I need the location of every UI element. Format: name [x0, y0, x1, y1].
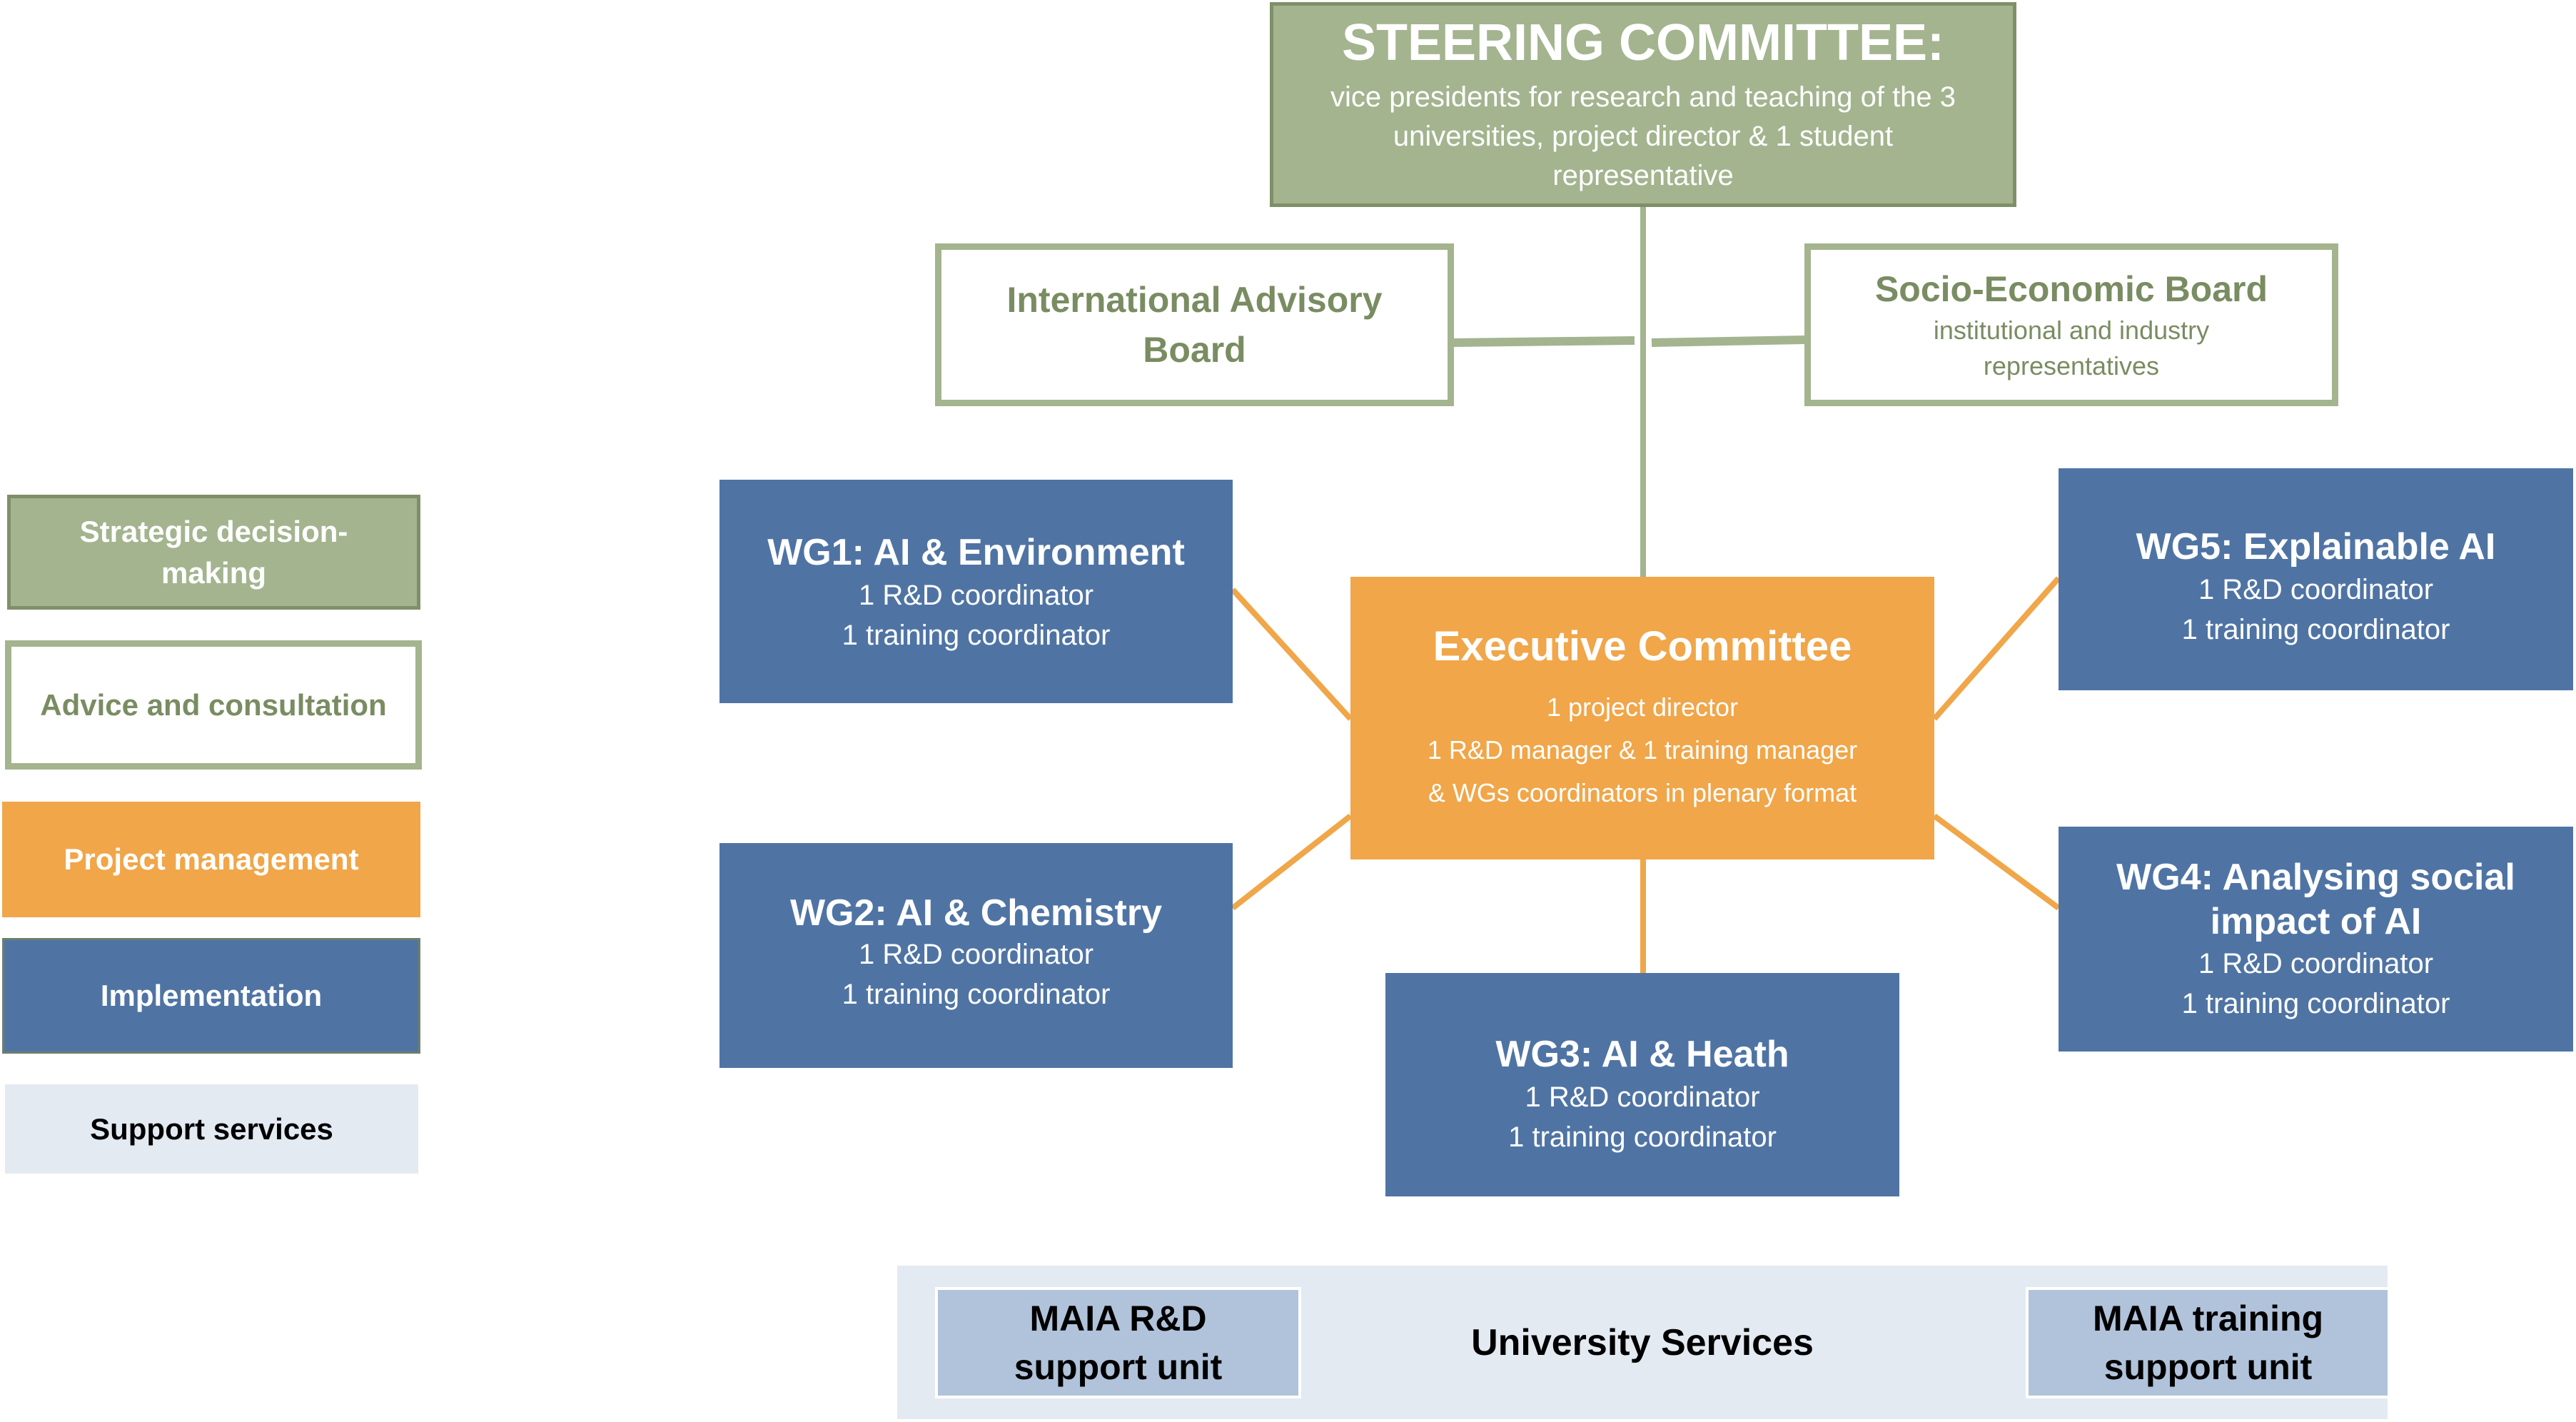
wg3-training-coordinator: 1 training coordinator [1508, 1121, 1777, 1153]
wg4-training-coordinator: 1 training coordinator [2181, 987, 2450, 1019]
wg3-title: WG3: AI & Heath [1495, 1034, 1789, 1075]
connector-exec-to-wg1 [1231, 588, 1353, 721]
wg1-title: WG1: AI & Environment [767, 532, 1185, 573]
maia-rd-label-2: support unit [1014, 1347, 1223, 1387]
iab-title-2: Board [1143, 330, 1246, 370]
connector-exec-to-wg5 [1932, 576, 2061, 721]
maia-training-label-2: support unit [2103, 1347, 2313, 1387]
steering-committee-desc-2: universities, project director & 1 stude… [1393, 121, 1894, 152]
executive-committee-title: Executive Committee [1433, 622, 1852, 670]
wg4-title-1: WG4: Analysing social [2116, 856, 2515, 898]
wg5-box: WG5: Explainable AI 1 R&D coordinator 1 … [2059, 468, 2573, 690]
legend-project-management: Project management [2, 802, 420, 917]
maia-rd-label-1: MAIA R&D [1029, 1299, 1207, 1338]
wg2-title: WG2: AI & Chemistry [789, 892, 1163, 934]
legend-implementation-label: Implementation [100, 979, 323, 1012]
wg4-rd-coordinator: 1 R&D coordinator [2198, 947, 2434, 979]
wg1-training-coordinator: 1 training coordinator [842, 620, 1111, 651]
wg3-rd-coordinator: 1 R&D coordinator [1525, 1081, 1760, 1113]
connector-iab-to-spine [1453, 336, 1635, 347]
executive-committee-desc-1: 1 project director [1546, 692, 1739, 722]
steering-committee-desc-1: vice presidents for research and teachin… [1330, 81, 1956, 113]
seb-title: Socio-Economic Board [1874, 269, 2268, 309]
legend-support-services-label: Support services [90, 1111, 333, 1146]
legend-strategic-label-1: Strategic decision- [79, 514, 348, 548]
connector-exec-to-wg2 [1231, 813, 1353, 911]
connector-seb-to-spine [1651, 336, 1805, 347]
legend-support-services: Support services [5, 1084, 418, 1174]
wg5-training-coordinator: 1 training coordinator [2181, 614, 2450, 645]
maia-rd-support-unit: MAIA R&D support unit [935, 1287, 1301, 1398]
executive-committee-box: Executive Committee 1 project director 1… [1350, 577, 1934, 859]
wg1-rd-coordinator: 1 R&D coordinator [858, 580, 1094, 611]
legend-advice-and-consultation: Advice and consultation [5, 640, 422, 770]
wg3-box: WG3: AI & Heath 1 R&D coordinator 1 trai… [1385, 973, 1899, 1196]
steering-committee-box: STEERING COMMITTEE: vice presidents for … [1270, 2, 2016, 207]
wg1-box: WG1: AI & Environment 1 R&D coordinator … [719, 480, 1233, 703]
legend-implementation: Implementation [2, 938, 420, 1054]
executive-committee-desc-2: 1 R&D manager & 1 training manager [1427, 735, 1858, 765]
legend-project-management-label: Project management [64, 842, 359, 876]
wg2-box: WG2: AI & Chemistry 1 R&D coordinator 1 … [719, 843, 1233, 1068]
university-services-label: University Services [1471, 1321, 1814, 1363]
maia-training-label-1: MAIA training [2092, 1299, 2324, 1338]
socio-economic-board-box: Socio-Economic Board institutional and i… [1804, 243, 2338, 406]
wg4-title-2: impact of AI [2210, 900, 2422, 942]
maia-training-support-unit: MAIA training support unit [2026, 1287, 2388, 1398]
wg2-training-coordinator: 1 training coordinator [842, 979, 1111, 1010]
steering-committee-desc-3: representative [1552, 160, 1734, 191]
legend-advice-label: Advice and consultation [40, 687, 387, 722]
international-advisory-board-box: International Advisory Board [935, 243, 1454, 406]
wg4-box: WG4: Analysing social impact of AI 1 R&D… [2059, 827, 2573, 1052]
executive-committee-desc-3: & WGs coordinators in plenary format [1428, 777, 1857, 807]
legend-strategic-decision-making: Strategic decision- making [7, 495, 420, 610]
seb-desc-1: institutional and industry [1933, 316, 2210, 345]
seb-desc-2: representatives [1983, 351, 2160, 380]
connector-exec-to-wg4 [1932, 813, 2061, 911]
wg2-rd-coordinator: 1 R&D coordinator [858, 939, 1094, 970]
wg5-rd-coordinator: 1 R&D coordinator [2198, 574, 2434, 605]
wg5-title: WG5: Explainable AI [2136, 526, 2496, 568]
steering-committee-title: STEERING COMMITTEE: [1342, 14, 1944, 71]
legend-strategic-label-2: making [161, 555, 267, 590]
iab-title-1: International Advisory [1006, 280, 1383, 320]
